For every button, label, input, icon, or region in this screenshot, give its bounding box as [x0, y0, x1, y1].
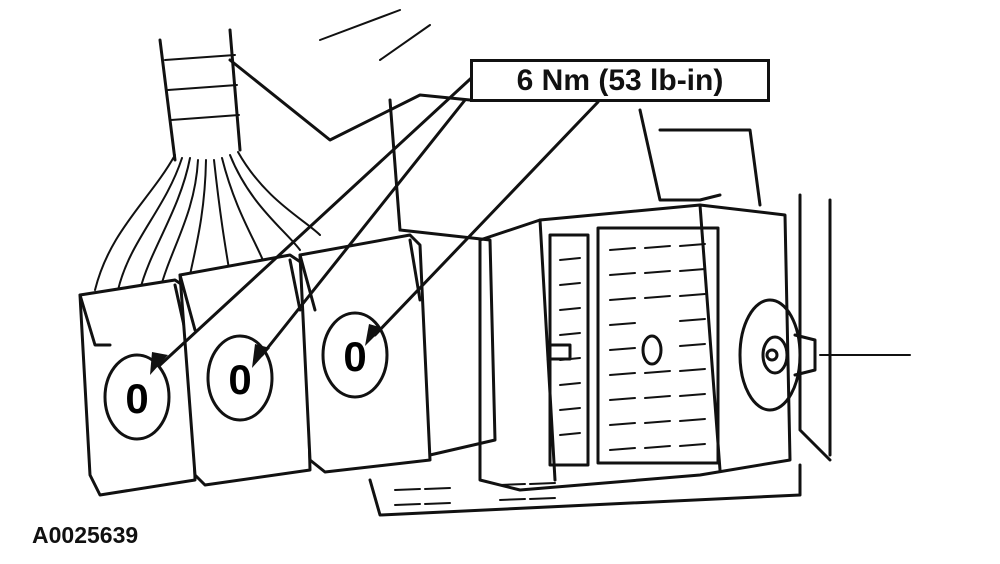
connector-2: [178, 253, 312, 487]
control-module: [368, 203, 817, 517]
wiring-harness: [94, 28, 321, 291]
engine-housing-lines: [228, 9, 911, 462]
connector-1: [78, 278, 197, 497]
bolt-label-1: 0: [125, 375, 148, 422]
arrowhead-1: [150, 352, 168, 375]
figure-id: A0025639: [32, 522, 139, 548]
connector-3: [298, 228, 497, 474]
bolt-label-3: 0: [343, 333, 366, 380]
bolt-label-2: 0: [228, 356, 251, 403]
torque-callout: 6 Nm (53 lb-in): [470, 59, 770, 102]
leader-arrows: [150, 68, 600, 375]
arrowhead-2: [252, 344, 270, 368]
arrowhead-3: [365, 324, 383, 346]
